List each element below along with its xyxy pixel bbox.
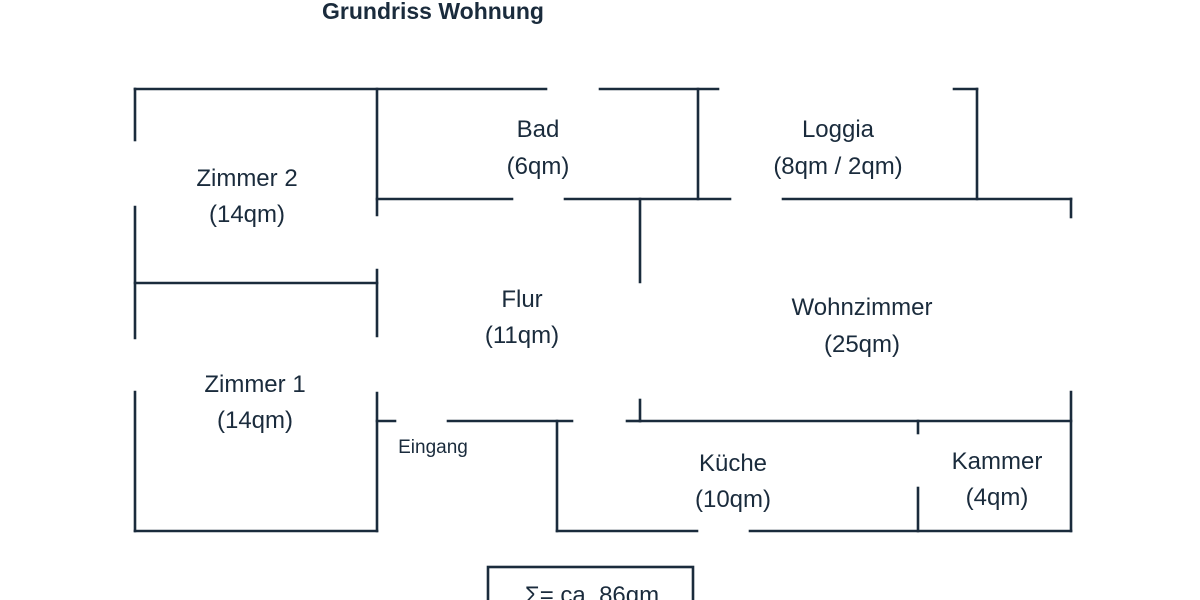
room-name: Zimmer 1 xyxy=(204,371,305,398)
walls xyxy=(133,87,1073,533)
room-area: (8qm / 2qm) xyxy=(773,153,902,180)
room-name: Flur xyxy=(501,286,542,313)
room-zimmer-1: Zimmer 1 (14qm) xyxy=(204,371,305,434)
room-wohnzimmer: Wohnzimmer (25qm) xyxy=(792,294,933,358)
room-bad: Bad (6qm) xyxy=(507,116,570,180)
room-kammer: Kammer (4qm) xyxy=(952,448,1043,511)
total-area-label: Σ= ca. 86qm xyxy=(525,582,659,600)
room-area: (14qm) xyxy=(209,201,285,228)
room-area: (10qm) xyxy=(695,486,771,513)
room-flur: Flur (11qm) xyxy=(485,286,559,349)
total-area-frame xyxy=(486,565,695,600)
room-loggia: Loggia (8qm / 2qm) xyxy=(773,116,902,180)
room-area: (25qm) xyxy=(824,331,900,358)
room-name: Kammer xyxy=(952,448,1043,475)
room-zimmer-2: Zimmer 2 (14qm) xyxy=(196,165,297,228)
room-name: Küche xyxy=(699,450,767,477)
room-name: Bad xyxy=(517,116,560,143)
room-name: Loggia xyxy=(802,116,875,143)
room-name: Zimmer 2 xyxy=(196,165,297,192)
plan-title: Grundriss Wohnung xyxy=(322,0,544,24)
entrance-label: Eingang xyxy=(398,437,468,458)
room-area: (6qm) xyxy=(507,153,570,180)
room-kueche: Küche (10qm) xyxy=(695,450,771,513)
room-area: (14qm) xyxy=(217,407,293,434)
room-area: (4qm) xyxy=(966,484,1029,511)
room-name: Wohnzimmer xyxy=(792,294,933,321)
total-area-box: Σ= ca. 86qm xyxy=(486,565,695,600)
room-area: (11qm) xyxy=(485,322,559,349)
